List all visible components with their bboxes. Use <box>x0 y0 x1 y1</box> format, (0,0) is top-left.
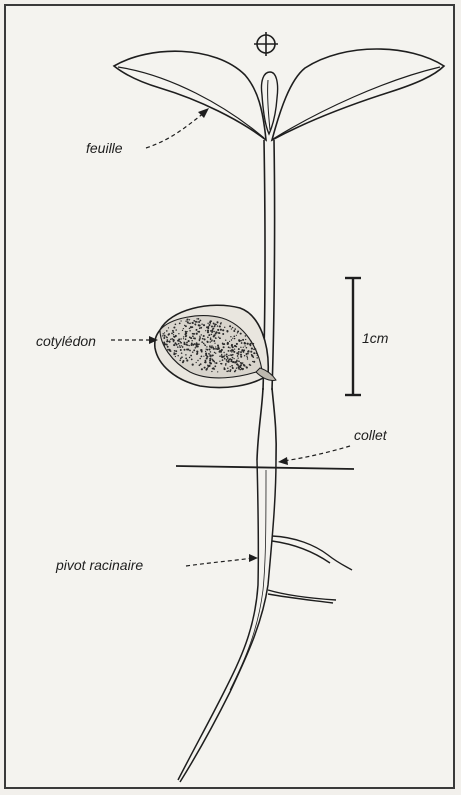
label-pivot-racinaire: pivot racinaire <box>56 558 143 572</box>
label-cotyledon: cotylédon <box>36 334 96 348</box>
taproot <box>178 460 276 782</box>
scale-bar <box>345 278 361 395</box>
lateral-roots <box>268 536 352 603</box>
label-collet: collet <box>354 428 387 442</box>
leader-pivot <box>186 558 252 566</box>
label-feuille: feuille <box>86 141 123 155</box>
leaf-left <box>114 51 266 140</box>
top-symbol <box>254 32 278 56</box>
leader-feuille <box>146 112 205 148</box>
cotyledon <box>155 305 276 387</box>
leader-collet <box>283 446 350 461</box>
leaf-right <box>272 49 444 140</box>
soil-line <box>176 466 354 469</box>
stem <box>257 140 276 460</box>
label-scale: 1cm <box>362 331 388 345</box>
